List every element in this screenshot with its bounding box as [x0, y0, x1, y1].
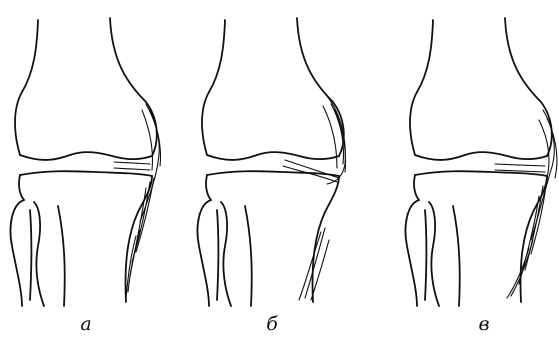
- ligament-hatching-a: [114, 104, 161, 298]
- panel-b: [198, 18, 346, 306]
- ligament-hatching-v: [495, 110, 557, 298]
- panel-label-b: б: [266, 313, 278, 335]
- knee-bones-b: [198, 18, 344, 306]
- panel-label-a: а: [80, 313, 91, 335]
- knee-bones-v: [406, 18, 552, 306]
- knee-bones-a: [11, 18, 157, 306]
- panel-a: [11, 18, 161, 306]
- panel-label-v: в: [478, 313, 489, 335]
- panel-v: [406, 18, 557, 306]
- ligament-hatching-b: [283, 96, 346, 300]
